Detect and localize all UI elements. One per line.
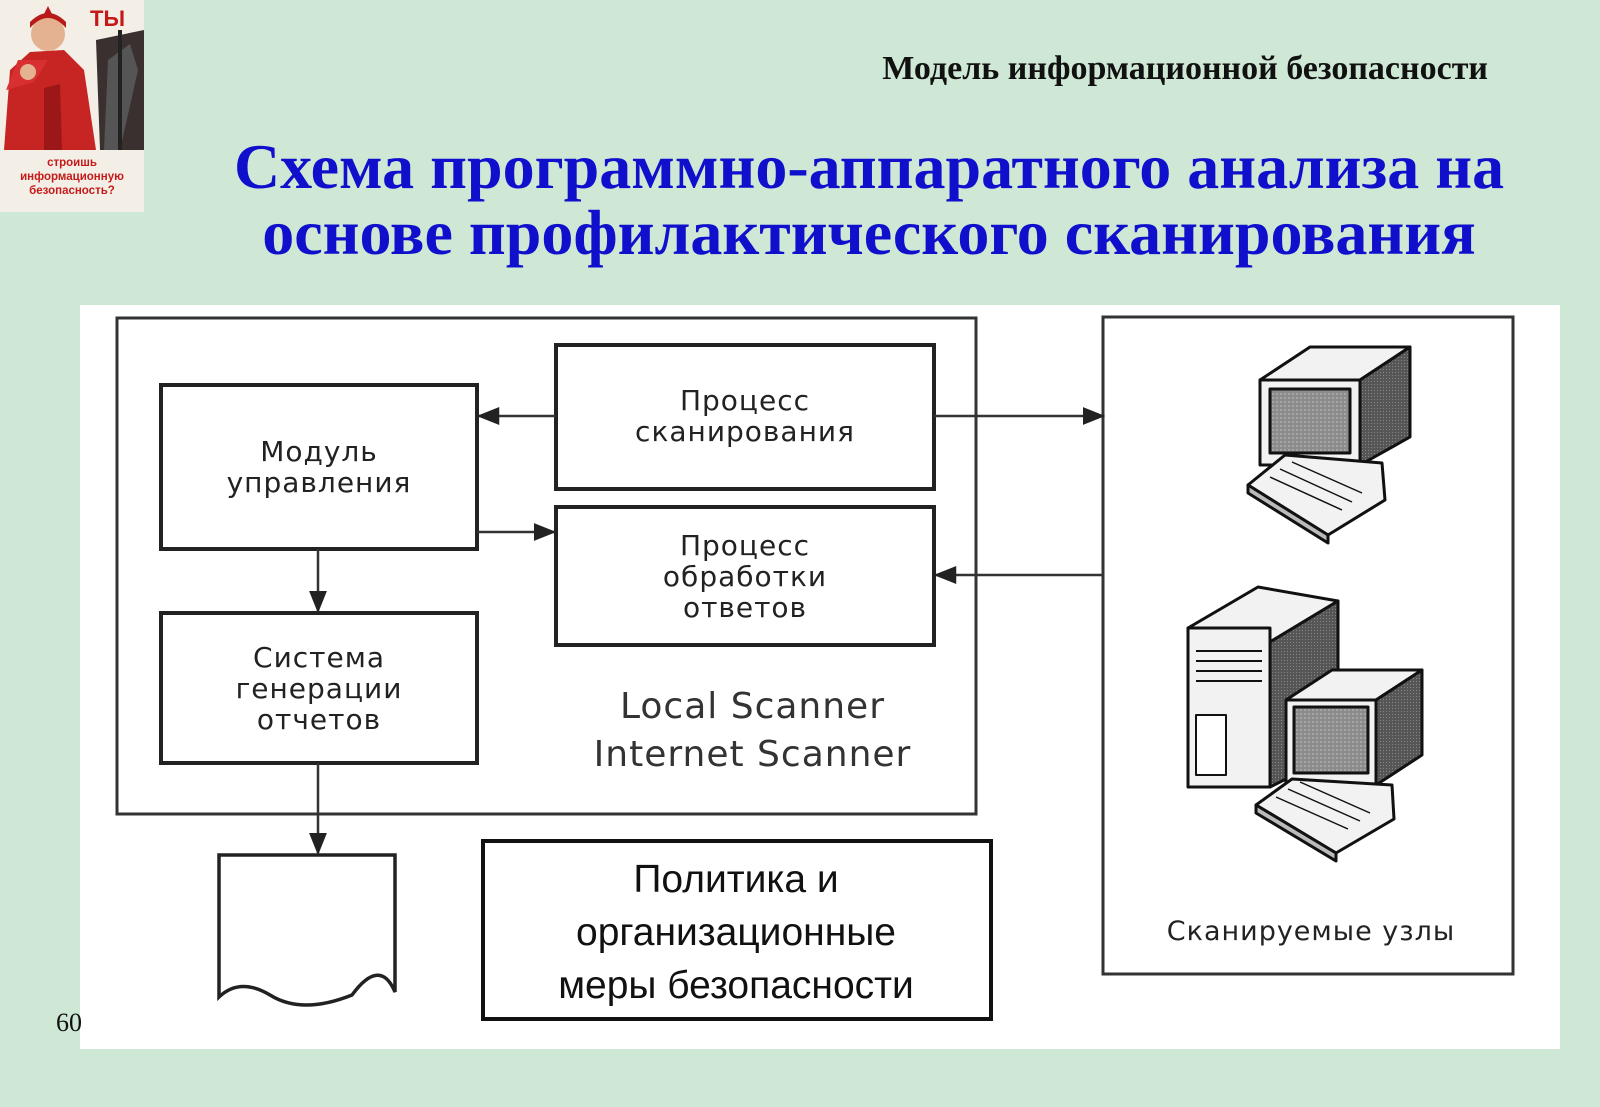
policy-line: Политика и [633,858,839,901]
poster-slogan-line: безопасность? [29,185,115,197]
scan-process-line: Процесс [679,384,811,417]
scanner-product: Local Scanner [619,686,886,727]
scanned-nodes-box [1101,315,1515,976]
report-system-line: Система [253,641,385,674]
scanner-product: Internet Scanner [593,734,912,775]
scanning-diagram: Модуль управления Процесс сканирования П… [80,305,1560,1049]
page-number: 60 [56,1008,82,1037]
poster-slogan-line: информационную [20,171,124,183]
control-module-line: Модуль [260,435,378,468]
policy-label: Политика и организационные меры безопасн… [484,853,988,1012]
report-system-line: генерации [235,672,403,705]
report-system-label: Система генерации отчетов [161,642,477,735]
soldier-poster-icon [0,0,144,212]
slide-title-line: Схема программно-аппаратного анализа на [233,131,1505,202]
response-process-line: Процесс [679,529,811,562]
course-title: Модель информационной безопасности [882,50,1488,87]
report-system-box [159,611,479,765]
slide-title-line: основе профилактического сканирования [262,197,1476,268]
scanner-products-label: Local Scanner Internet Scanner [570,683,935,779]
diagram-graphics [115,315,1515,1021]
desktop-computer-icon [1254,668,1424,863]
poster-slogan-line: строишь [47,157,97,169]
scanner-container [115,316,978,816]
control-module-line: управления [226,466,412,499]
response-process-line: ответов [682,591,808,624]
response-process-box [554,505,936,647]
control-module-label: Модуль управления [161,436,477,498]
policy-box [481,839,993,1021]
poster-slogan: строишь информационную безопасность? [0,156,144,198]
scan-process-line: сканирования [635,415,855,448]
response-process-line: обработки [662,560,828,593]
poster-image: ТЫ строишь информационную безопасность? [0,0,144,212]
response-process-label: Процесс обработки ответов [556,530,934,623]
report-document-icon [217,853,397,1007]
policy-line: организационные [576,911,896,954]
slide-title: Схема программно-аппаратного анализа на … [150,134,1588,266]
desktop-computer-icon [1246,345,1412,545]
report-system-line: отчетов [256,703,382,736]
scanned-nodes-label: Сканируемые узлы [1166,916,1456,947]
scan-process-label: Процесс сканирования [556,385,934,447]
poster-headline: ТЫ [90,6,125,31]
policy-line: меры безопасности [558,964,914,1007]
